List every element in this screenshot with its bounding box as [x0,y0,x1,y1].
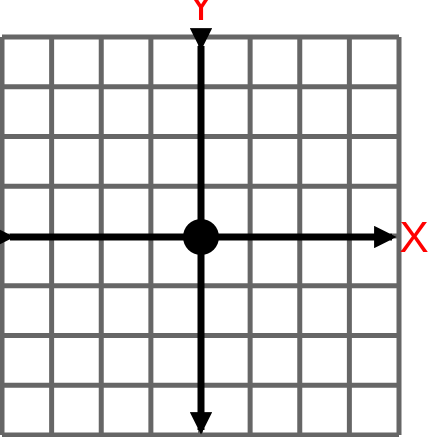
origin-point [183,219,219,255]
y-axis-label: Y [186,0,215,30]
x-axis-label: X [399,213,428,262]
